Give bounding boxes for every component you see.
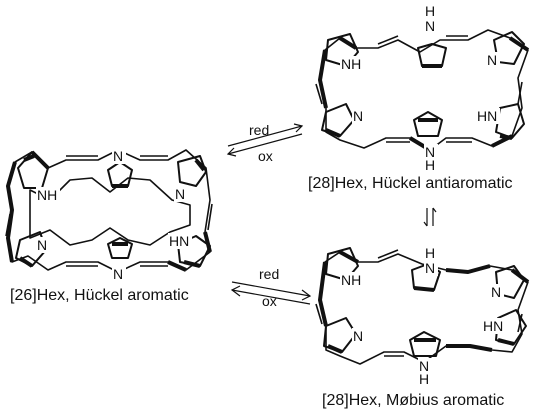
caption-28hex-mobius: [28]Hex, Møbius aromatic <box>322 392 505 409</box>
n-label: N <box>487 52 497 68</box>
nh-label: NH <box>341 56 361 72</box>
atom-labels-28hex-anti: H N NH N N HN N H <box>340 3 500 173</box>
nh-label: NH <box>341 272 361 288</box>
h-label: H <box>425 3 435 19</box>
nh-label: NH <box>37 187 57 203</box>
hn-label: HN <box>483 318 503 334</box>
equilibrium-arrow-bottom <box>230 281 312 305</box>
caption-28hex-antiaromatic: [28]Hex, Hückel antiaromatic <box>308 175 513 192</box>
atom-labels-26hex: NH N N N N HN <box>36 148 192 282</box>
h-label: H <box>425 245 435 261</box>
n-label: N <box>353 108 363 124</box>
h-label: H <box>419 371 429 387</box>
arrow-bottom-ox-label: ox <box>262 293 277 309</box>
n-label: N <box>113 148 123 164</box>
caption-26hex: [26]Hex, Hückel aromatic <box>10 287 189 304</box>
atom-labels-28hex-mobius: H N NH N HN N N H <box>340 245 506 387</box>
n-label: N <box>175 186 185 202</box>
hn-label: HN <box>169 233 189 249</box>
h-label: H <box>425 157 435 173</box>
equilibrium-arrow-vertical <box>423 207 437 227</box>
molecule-28hex-antiaromatic <box>315 29 530 152</box>
n-label: N <box>425 18 435 34</box>
n-label: N <box>491 284 501 300</box>
molecule-28hex-mobius <box>315 247 530 365</box>
arrow-top-red-label: red <box>249 122 270 138</box>
n-label: N <box>425 260 435 276</box>
n-label: N <box>425 144 435 160</box>
n-label: N <box>113 266 123 282</box>
hn-label: HN <box>477 108 497 124</box>
arrow-top-ox-label: ox <box>258 148 273 164</box>
arrow-bottom-red-label: red <box>259 266 280 282</box>
n-label: N <box>37 237 47 253</box>
n-label: N <box>353 328 363 344</box>
molecule-26hex <box>5 149 213 273</box>
equilibrium-arrow-top <box>226 123 304 157</box>
n-label: N <box>419 358 429 374</box>
